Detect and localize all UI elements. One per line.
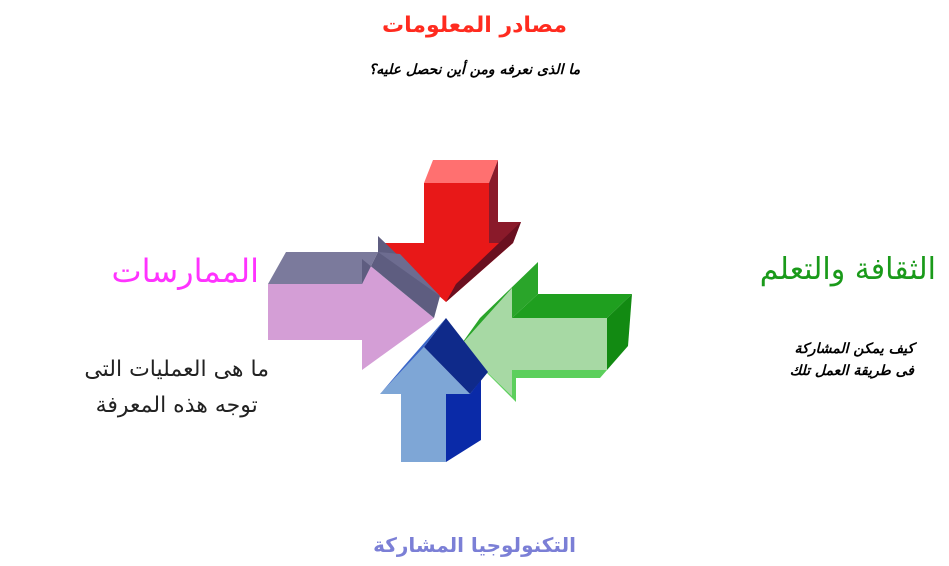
right-description: كيف يمكن المشاركة فى طريقة العمل تلك xyxy=(790,338,914,382)
right-title: الثقافة والتعلم xyxy=(759,252,936,287)
bottom-title: التكنولوجيا المشاركة xyxy=(373,533,576,557)
right-description-line: كيف يمكن المشاركة xyxy=(794,341,914,357)
left-description: ما هى العمليات التى توجه هذه المعرفة xyxy=(84,352,269,424)
left-title: الممارسات xyxy=(111,252,259,290)
bottom-arrow xyxy=(380,318,488,462)
top-subtitle: ما الذى نعرفه ومن أين نحصل عليه؟ xyxy=(368,62,581,78)
right-description-line: فى طريقة العمل تلك xyxy=(789,363,914,379)
left-description-line: ما هى العمليات التى xyxy=(84,357,269,382)
left-arrow xyxy=(268,236,440,370)
top-title: مصادر المعلومات xyxy=(382,13,567,38)
right-arrow xyxy=(460,262,632,402)
left-description-line: توجه هذه المعرفة xyxy=(95,393,258,418)
